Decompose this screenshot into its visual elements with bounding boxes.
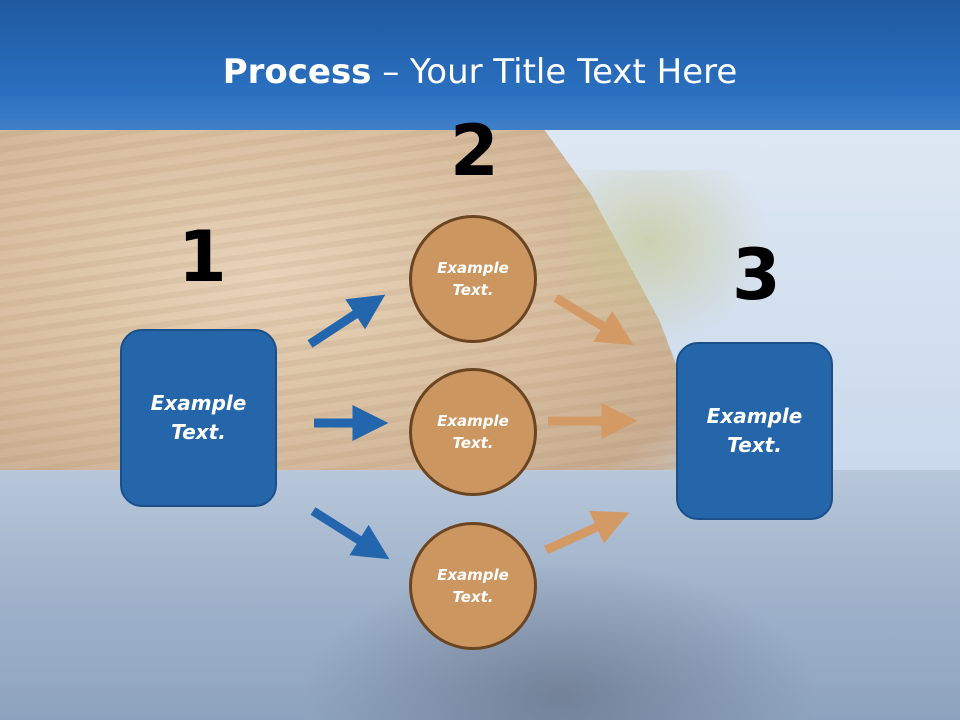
- arrow-orange-up: [544, 510, 630, 555]
- arrow-orange-down: [553, 294, 634, 345]
- title-bold: Process: [222, 52, 372, 92]
- circle-bottom: Example Text.: [409, 522, 537, 650]
- background-rocks: [300, 560, 820, 720]
- step-3-text: Example Text.: [706, 404, 803, 457]
- step-number-2: 2: [450, 110, 499, 192]
- step-1-box: Example Text.: [120, 329, 277, 507]
- step-3-box: Example Text.: [676, 342, 833, 520]
- circle-middle: Example Text.: [409, 368, 537, 496]
- step-1-text: Example Text.: [150, 391, 247, 444]
- circle-top-text: Example Text.: [437, 258, 509, 300]
- arrow-blue-up: [307, 294, 386, 348]
- slide-title: Process – Your Title Text Here: [0, 52, 960, 92]
- title-bar: [0, 0, 960, 130]
- arrow-blue-down: [310, 507, 390, 560]
- circle-middle-text: Example Text.: [437, 411, 509, 453]
- circle-bottom-text: Example Text.: [437, 565, 509, 607]
- circle-top: Example Text.: [409, 215, 537, 343]
- step-number-1: 1: [178, 216, 227, 298]
- title-rest: – Your Title Text Here: [371, 52, 738, 92]
- step-number-3: 3: [732, 234, 781, 316]
